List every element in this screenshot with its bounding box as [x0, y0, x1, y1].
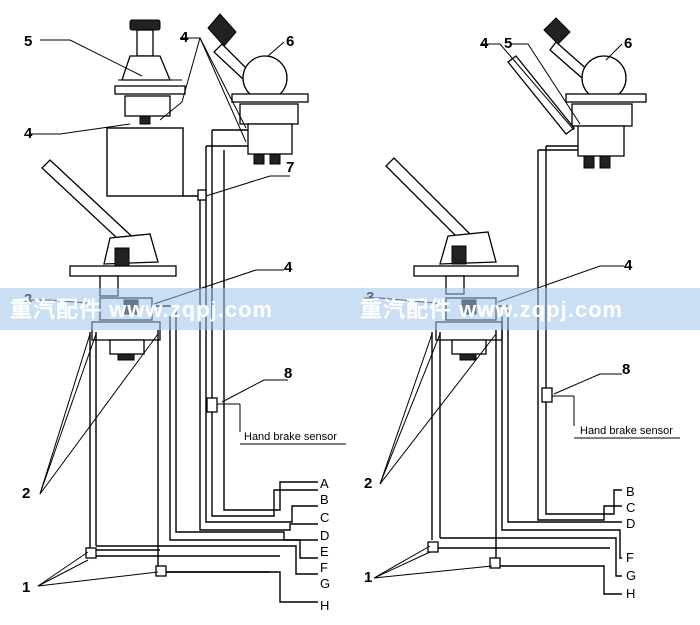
left-callout-4-top: 4	[180, 29, 189, 46]
left-mount-box	[106, 127, 184, 197]
left-port-C: C	[320, 510, 329, 525]
left-port-F: F	[320, 560, 328, 575]
right-port-H: H	[626, 586, 635, 601]
left-port-H: H	[320, 598, 329, 613]
left-port-B: B	[320, 492, 329, 507]
watermark-text-left: 重汽配件 www.zqpj.com	[10, 297, 273, 322]
right-callout-8: 8	[622, 361, 630, 378]
right-port-G: G	[626, 568, 636, 583]
left-callout-7: 7	[286, 159, 294, 176]
left-callout-1: 1	[22, 579, 30, 596]
right-pedal-assembly	[385, 157, 519, 295]
right-callout-4-low: 4	[624, 257, 633, 274]
left-pedal-assembly	[41, 159, 177, 297]
right-port-C: C	[626, 500, 635, 515]
right-pipes	[427, 145, 622, 595]
right-callout-4-top: 4	[480, 35, 489, 52]
left-callout-8: 8	[284, 365, 292, 382]
right-callout-6: 6	[624, 35, 632, 52]
left-port-E: E	[320, 544, 329, 559]
left-callout-5: 5	[24, 33, 32, 50]
watermark: 重汽配件 www.zqpj.com 重汽配件 www.zqpj.com	[0, 288, 700, 330]
left-sensor-label: Hand brake sensor	[244, 431, 337, 443]
right-sensor-label: Hand brake sensor	[580, 425, 673, 437]
watermark-band	[0, 288, 700, 330]
left-port-D: D	[320, 528, 329, 543]
right-callout-2: 2	[364, 475, 372, 492]
left-port-A: A	[320, 476, 329, 491]
right-port-B: B	[626, 484, 635, 499]
left-relay-valve	[207, 13, 309, 165]
left-callout-4-mid: 4	[24, 125, 33, 142]
left-callout-2: 2	[22, 485, 30, 502]
left-callout-6: 6	[286, 33, 294, 50]
left-callout-4-low: 4	[284, 259, 293, 276]
right-relay-valve	[507, 17, 647, 169]
right-port-D: D	[626, 516, 635, 531]
right-callout-5: 5	[504, 35, 512, 52]
watermark-text-right: 重汽配件 www.zqpj.com	[360, 297, 623, 322]
right-callout-1: 1	[364, 569, 372, 586]
left-hand-valve	[114, 19, 186, 125]
left-pipes	[85, 129, 318, 603]
right-port-F: F	[626, 550, 634, 565]
left-port-G: G	[320, 576, 330, 591]
